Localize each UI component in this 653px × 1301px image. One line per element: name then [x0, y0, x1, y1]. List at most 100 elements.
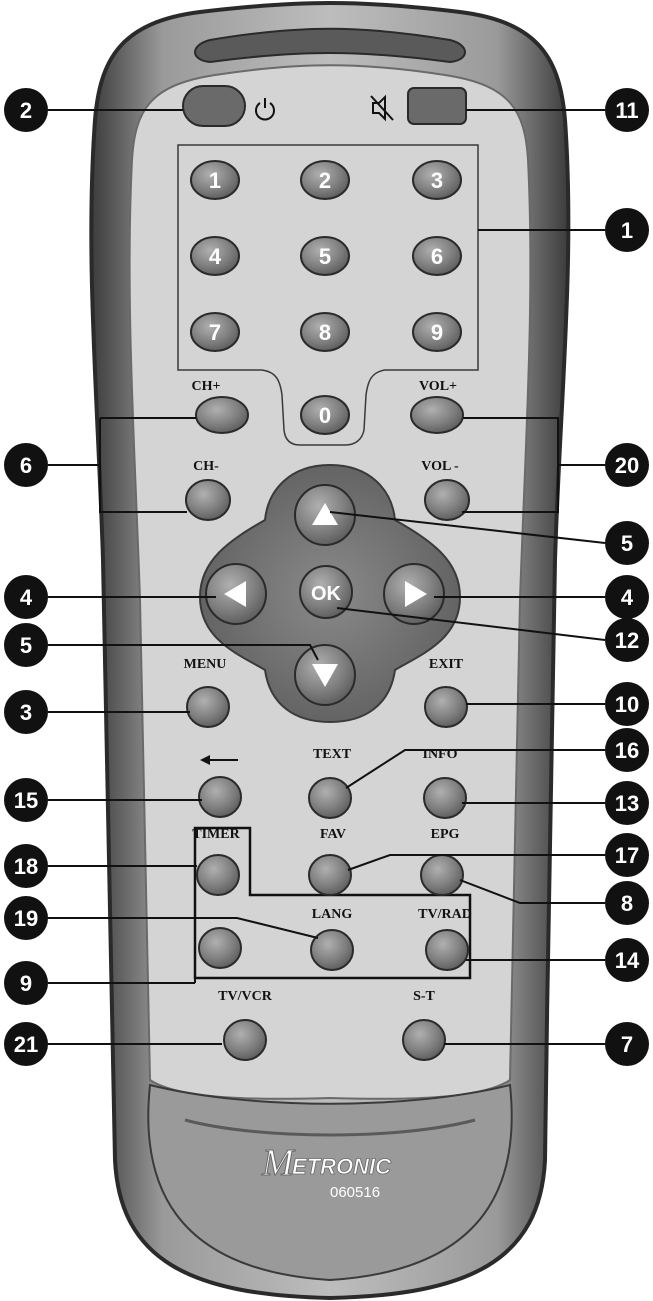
callout-timer: 18 [4, 844, 48, 888]
model-number: 060516 [330, 1184, 380, 1201]
ok-label: OK [311, 583, 342, 605]
tv-rad-button[interactable] [425, 929, 469, 971]
s-t-button[interactable] [402, 1019, 446, 1061]
lang-button[interactable] [310, 929, 354, 971]
callout-text: 16 [605, 728, 649, 772]
brand-initial: M [261, 1142, 296, 1184]
brand-logo: M ETRONIC 060516 [261, 1142, 393, 1202]
remote-bottom-cap [147, 1083, 513, 1282]
callout-badge [605, 618, 649, 662]
text-label: TEXT [313, 747, 352, 762]
callout-badge [4, 844, 48, 888]
fav-button[interactable] [308, 854, 352, 896]
leader-line [48, 917, 319, 939]
digit-7-button[interactable] [190, 312, 240, 352]
callout-badge [605, 938, 649, 982]
callout-badge [4, 1022, 48, 1066]
ch-plus-group: CH+ [192, 379, 249, 434]
callout-badge [605, 682, 649, 726]
callout-badge [4, 575, 48, 619]
callout-badge [605, 881, 649, 925]
callout-number: 3 [20, 700, 32, 725]
callout-mute: 11 [605, 88, 649, 132]
mute-icon [370, 94, 394, 122]
digit-9-label: 9 [431, 320, 443, 345]
callout-right: 4 [605, 575, 649, 619]
digit-9-button[interactable] [412, 312, 462, 352]
digit-1-button[interactable] [190, 160, 240, 200]
vol-minus-group: VOL - [421, 459, 470, 521]
callout-number: 11 [615, 98, 638, 123]
lang-label: LANG [312, 907, 353, 922]
mute-button[interactable] [407, 87, 467, 125]
digit-8-button[interactable] [300, 312, 350, 352]
leader-line [345, 749, 605, 789]
epg-button[interactable] [420, 854, 464, 896]
callout-number: 8 [621, 891, 633, 916]
ch-minus-button[interactable] [185, 479, 231, 521]
callout-tv-vcr: 21 [4, 1022, 48, 1066]
digit-3-button[interactable] [412, 160, 462, 200]
blank-button[interactable] [198, 927, 242, 969]
callout-badge [605, 1022, 649, 1066]
exit-button[interactable] [424, 686, 468, 728]
callout-badge [4, 623, 48, 667]
callout-badge [605, 443, 649, 487]
callout-number: 7 [621, 1032, 633, 1057]
digit-0-button[interactable] [300, 395, 350, 435]
leader-line [462, 417, 605, 513]
callout-badge [4, 778, 48, 822]
tv-rad-label: TV/RAD [418, 907, 472, 922]
callout-badge [605, 88, 649, 132]
menu-button[interactable] [186, 686, 230, 728]
leader-line [459, 879, 605, 904]
ch-minus-label: CH- [193, 459, 219, 474]
leader-line [347, 854, 605, 871]
callout-group: 9 [4, 961, 48, 1005]
ok-button[interactable] [299, 565, 353, 619]
callout-s-t: 7 [605, 1022, 649, 1066]
callout-badge [4, 690, 48, 734]
digit-2-button[interactable] [300, 160, 350, 200]
callout-back: 15 [4, 778, 48, 822]
power-button[interactable] [182, 85, 246, 127]
numpad-outline [177, 144, 479, 446]
callout-badge [4, 443, 48, 487]
info-button[interactable] [423, 777, 467, 819]
power-icon [255, 98, 275, 121]
callout-number: 18 [14, 854, 38, 879]
callout-number: 12 [615, 628, 639, 653]
callout-number: 4 [621, 585, 634, 610]
callout-number: 19 [14, 906, 38, 931]
vol-minus-button[interactable] [424, 479, 470, 521]
brand-name: ETRONIC [292, 1154, 392, 1179]
ch-plus-button[interactable] [195, 396, 249, 434]
vol-plus-button[interactable] [410, 396, 464, 434]
callout-left: 4 [4, 575, 48, 619]
tv-vcr-button[interactable] [223, 1019, 267, 1061]
callout-number: 16 [615, 738, 639, 763]
callout-number: 15 [14, 788, 38, 813]
callout-badge [605, 781, 649, 825]
callout-volume: 20 [605, 443, 649, 487]
callout-number: 13 [615, 791, 639, 816]
callout-number: 1 [621, 218, 633, 243]
timer-button[interactable] [196, 854, 240, 896]
digit-5-button[interactable] [300, 236, 350, 276]
callout-badge [4, 88, 48, 132]
callout-epg: 8 [605, 881, 649, 925]
callout-leaders [48, 109, 606, 1045]
callout-fav: 17 [605, 833, 649, 877]
epg-label: EPG [431, 827, 460, 842]
tv-vcr-label: TV/VCR [218, 989, 273, 1004]
arrow-right-icon [405, 581, 427, 607]
digit-1-label: 1 [209, 168, 221, 193]
digit-6-button[interactable] [412, 236, 462, 276]
callout-lang: 19 [4, 896, 48, 940]
digit-4-button[interactable] [190, 236, 240, 276]
arrow-up-icon [312, 503, 338, 525]
text-button[interactable] [308, 777, 352, 819]
back-button[interactable] [198, 776, 242, 818]
callout-up: 5 [605, 521, 649, 565]
callout-badge [605, 208, 649, 252]
